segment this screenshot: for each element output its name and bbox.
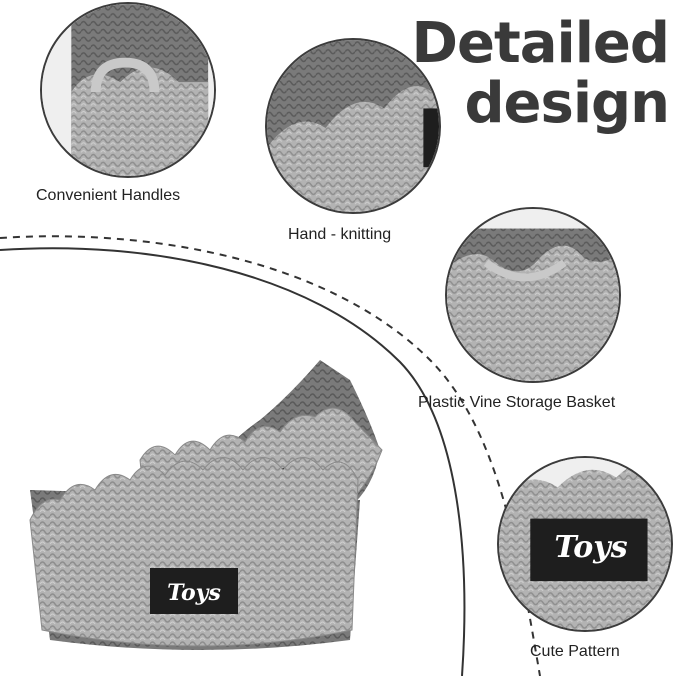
toys-label-front bbox=[150, 568, 238, 614]
caption-handles: Convenient Handles bbox=[36, 187, 181, 204]
vine-detail-image bbox=[447, 209, 619, 381]
detail-circle-knitting bbox=[265, 38, 441, 214]
caption-knitting: Hand - knitting bbox=[288, 226, 392, 243]
caption-pattern: Cute Pattern bbox=[530, 643, 620, 660]
detail-circle-handles bbox=[40, 2, 216, 178]
headline-line-2: design bbox=[464, 71, 670, 136]
knitting-detail-image bbox=[267, 40, 439, 212]
headline-line-1: Detailed bbox=[411, 11, 670, 76]
toys-label-detail: Toys bbox=[554, 530, 628, 565]
detail-circle-pattern: Toys bbox=[497, 456, 673, 632]
detail-circle-vine bbox=[445, 207, 621, 383]
toys-label-front-text: Toys bbox=[167, 580, 221, 606]
solid-arc-inner bbox=[0, 247, 466, 676]
headline: Detailed design bbox=[411, 11, 670, 136]
handles-detail-image bbox=[42, 4, 214, 176]
caption-vine: Plastic Vine Storage Basket bbox=[418, 394, 616, 411]
basket-front: Toys bbox=[29, 457, 360, 650]
